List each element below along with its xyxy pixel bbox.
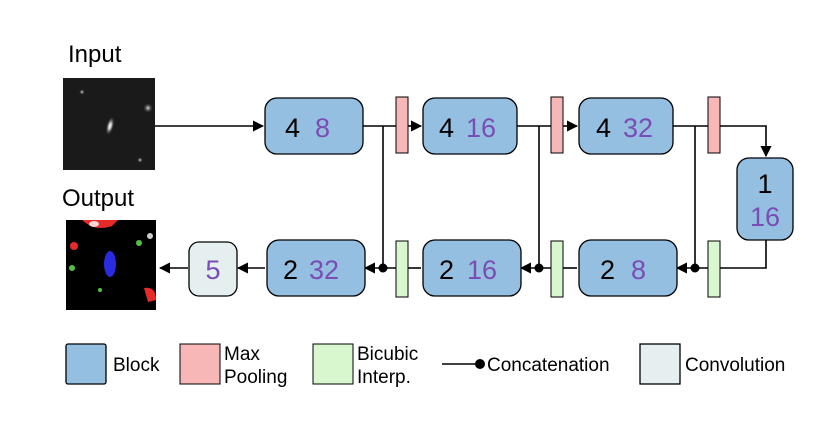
svg-text:2: 2 — [283, 255, 298, 285]
encoder-block-2: 4 16 — [422, 97, 518, 155]
bicubic-interp-3 — [395, 240, 409, 298]
svg-text:2: 2 — [439, 255, 454, 285]
convolution-block: 5 — [188, 241, 238, 297]
output-label: Output — [62, 185, 134, 212]
svg-text:5: 5 — [205, 255, 220, 285]
legend-conv-label: Convolution — [685, 355, 785, 376]
svg-text:4: 4 — [439, 113, 454, 143]
svg-text:4: 4 — [285, 113, 300, 143]
encoder-block-1: 4 8 — [264, 97, 364, 155]
encoder-block-3: 4 32 — [578, 97, 674, 155]
max-pooling-3 — [707, 96, 721, 154]
decoder-block-2: 2 16 — [422, 239, 522, 297]
decoder-block-3: 2 32 — [266, 239, 366, 297]
legend-pool-label-2: Pooling — [224, 367, 287, 388]
legend-block-label: Block — [113, 355, 160, 376]
legend-pool-swatch — [179, 343, 221, 385]
svg-text:32: 32 — [623, 113, 653, 143]
svg-text:16: 16 — [467, 255, 497, 285]
decoder-block-1: 2 8 — [578, 239, 678, 297]
max-pooling-2 — [550, 96, 564, 154]
svg-text:32: 32 — [309, 255, 339, 285]
svg-text:8: 8 — [315, 113, 330, 143]
concat-dot — [690, 263, 700, 273]
concat-dot — [534, 263, 544, 273]
svg-text:16: 16 — [750, 202, 780, 232]
svg-text:4: 4 — [596, 113, 611, 143]
svg-text:1: 1 — [757, 169, 772, 199]
legend-pool-label-1: Max — [224, 344, 260, 365]
legend-concat-dot — [475, 359, 485, 369]
svg-text:2: 2 — [600, 255, 615, 285]
bottleneck-block: 1 16 — [736, 157, 794, 241]
legend-interp-label-1: Bicubic — [357, 344, 418, 365]
concat-dot — [378, 263, 388, 273]
legend-interp-label-2: Interp. — [357, 367, 411, 388]
output-image — [66, 220, 156, 310]
legend: Block Max Pooling Bicubic Interp. Concat… — [65, 343, 785, 388]
bicubic-interp-1 — [707, 240, 721, 298]
max-pooling-1 — [395, 96, 409, 154]
legend-interp-swatch — [312, 343, 354, 385]
legend-block-swatch — [65, 343, 107, 385]
input-image — [63, 78, 155, 170]
bicubic-interp-2 — [550, 240, 564, 298]
legend-conv-swatch — [639, 343, 681, 385]
input-label: Input — [68, 41, 122, 68]
svg-text:16: 16 — [466, 113, 496, 143]
legend-concat-label: Concatenation — [487, 355, 610, 376]
svg-text:8: 8 — [631, 255, 646, 285]
